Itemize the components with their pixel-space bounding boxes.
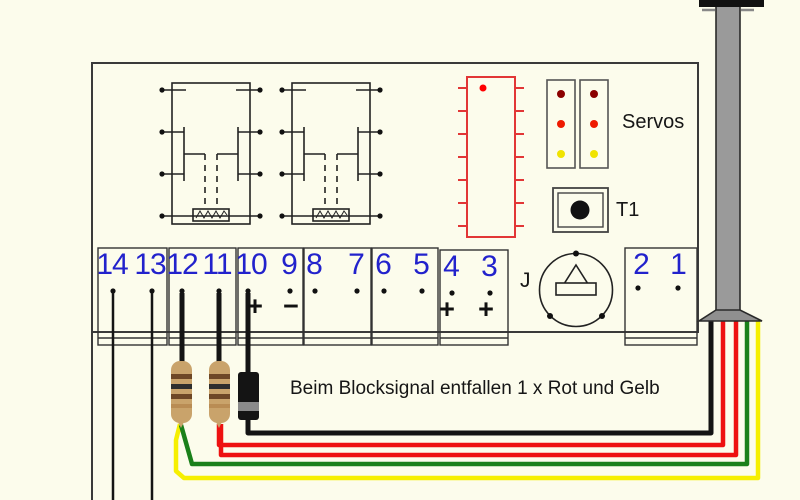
relay-2-symbol [278,82,384,225]
terminal-label-12: 12 [166,248,198,281]
block-14-13 [97,247,168,346]
minus-mark-terminal-9: − [283,291,299,321]
terminal-label-3: 3 [481,250,498,283]
j-selector [538,250,614,328]
block-2-1 [624,247,698,346]
terminal-label-5: 5 [413,248,430,281]
terminal-label-9: 9 [281,248,298,281]
plus-mark-terminal-4: + [439,294,455,324]
block-4-3 [439,249,509,346]
wire-red-1 [216,321,726,448]
block-6-5 [371,247,439,346]
terminal-label-14: 14 [96,248,128,281]
servo2-pin-red [590,120,598,128]
servo2-pin-darkred [590,90,598,98]
resistor-terminal-12 [171,361,192,428]
terminal-label-8: 8 [306,248,323,281]
signal-mast [696,0,764,322]
j-label: J [520,269,531,292]
servo2-pin-yellow [590,150,598,158]
terminal-blocks [97,247,698,346]
terminal-label-1: 1 [670,248,687,281]
decoder-board-outline [91,62,699,333]
terminal-label-4: 4 [443,250,460,283]
block-8-7 [303,247,372,346]
plus-mark-terminal-3: + [478,294,494,324]
wire-black [245,321,714,436]
terminal-dots [110,285,681,296]
ic-pins-right [515,87,524,227]
block-10-9 [237,247,304,346]
servo1-pin-yellow [557,150,565,158]
signal-head-base [699,0,764,7]
terminal-label-10: 10 [235,248,267,281]
terminal-label-2: 2 [633,248,650,281]
t1-button [552,187,609,233]
mast-foot [696,309,763,322]
relay-1-symbol [158,82,264,225]
diode-cathode-band [238,402,259,411]
terminal-label-6: 6 [375,248,392,281]
terminal-label-13: 13 [134,248,166,281]
ic-pins-left [458,87,467,227]
caption-text: Beim Blocksignal entfallen 1 x Rot und G… [290,378,660,399]
block-12-11 [168,247,237,346]
t1-label: T1 [616,199,640,221]
mast-pole [715,4,741,312]
diode-terminal-10 [238,372,259,420]
resistor-terminal-11 [209,361,230,428]
plus-mark-terminal-10: + [247,291,263,321]
servo-connector-2 [579,79,609,169]
servo-connector-1 [546,79,576,169]
servos-label: Servos [622,111,685,133]
ic-pin1-dot [479,84,487,92]
terminal-label-11: 11 [202,248,232,281]
wire-green [178,321,750,467]
servo1-pin-darkred [557,90,565,98]
terminal-label-7: 7 [348,248,365,281]
driver-ic [458,76,524,238]
t1-button-cap [570,200,590,220]
wire-yellow [173,321,761,481]
servo1-pin-red [557,120,565,128]
